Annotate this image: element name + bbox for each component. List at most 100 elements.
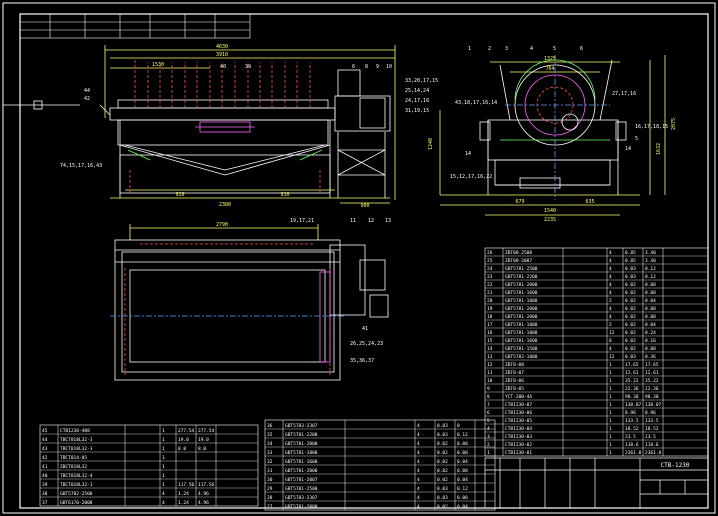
table-cell: 0.02 (437, 450, 448, 456)
table-cell: 1 (609, 378, 612, 384)
table-cell: 1 (609, 434, 612, 440)
table-cell: TBCT818L32-3 (60, 446, 93, 452)
table-cell: 15 (487, 338, 493, 344)
table-cell: 1 (609, 426, 612, 432)
table-cell: 35 (267, 432, 273, 438)
callout-front-left-group: 74,15,17,16,43 (60, 163, 102, 169)
callout-side-right-4: 14 (625, 146, 631, 152)
table-cell: 4 (609, 266, 612, 272)
table-cell: 8.0 (178, 446, 186, 452)
table-cell: GBT5781-2000 (285, 441, 318, 447)
callout-plan-b: 11 (350, 218, 356, 224)
table-cell: YCT-200-4A (505, 394, 532, 400)
table-cell: 0.08 (645, 346, 656, 352)
callout-plan-c: 12 (368, 218, 374, 224)
table-cell: 18 (487, 314, 493, 320)
table-cell: 6 (487, 410, 490, 416)
table-cell: 133.5 (625, 418, 639, 424)
table-cell: 40 (42, 473, 48, 479)
callout-plan-a: 19,17,21 (290, 218, 314, 224)
table-cell: 39 (42, 482, 48, 488)
table-cell: 0.02 (625, 322, 636, 328)
table-cell: 34 (267, 441, 273, 447)
table-cell: 33 (267, 450, 273, 456)
table-cell: 118.6 (645, 442, 659, 448)
table-cell: 25 (487, 258, 493, 264)
table-cell: 1 (162, 464, 165, 470)
table-cell: 1 (162, 482, 165, 488)
table-cell: 0.02 (625, 298, 636, 304)
drawing-code: CTB-1230 (661, 462, 690, 469)
table-cell: 1 (609, 402, 612, 408)
table-cell: 17.65 (645, 362, 659, 368)
table-cell: 1 (609, 370, 612, 376)
table-cell: GBT5781-1800 (505, 322, 538, 328)
table-cell: 1 (609, 410, 612, 416)
table-cell: 18.52 (645, 426, 659, 432)
callout-front-top-6: 10 (386, 64, 392, 70)
dim-front-left-part: 1530 (152, 62, 164, 68)
table-cell: 30 (267, 477, 273, 483)
table-cell: 0.03 (625, 354, 636, 360)
table-cell: 5 (487, 418, 490, 424)
callout-front-top-5: 9 (376, 64, 379, 70)
callout-front-top-1: 40 (220, 64, 226, 70)
table-cell: 0.04 (457, 504, 468, 510)
table-cell: 0.12 (457, 486, 468, 492)
table-cell: 4 (417, 459, 420, 465)
plan-view (110, 224, 389, 381)
table-cell: 2361.8 (625, 450, 642, 456)
table-cell: ZBT08-2007 (505, 258, 532, 264)
table-cell: 2 (487, 442, 490, 448)
table-cell: GBT5781-2000 (505, 306, 538, 312)
table-cell: 11 (487, 370, 493, 376)
table-cell: 3.40 (645, 250, 656, 256)
table-cell: 277.54 (198, 428, 215, 434)
callout-plan-d: 13 (385, 218, 391, 224)
table-cell: 18.52 (625, 426, 639, 432)
table-cell: 0.04 (645, 298, 656, 304)
title-block (484, 457, 709, 509)
table-cell: 4.96 (198, 500, 209, 506)
callout-front-right-1: 33,20,17,15 (405, 78, 438, 84)
table-cell: 0.04 (457, 459, 468, 465)
table-cell: 2 (609, 298, 612, 304)
dim-side-top2: 764 (545, 66, 554, 72)
table-cell: TBCT818L32-4 (60, 473, 93, 479)
table-cell: 27 (267, 504, 273, 510)
table-cell: 4 (609, 258, 612, 264)
table-cell: 1 (609, 442, 612, 448)
table-cell: 0.02 (437, 504, 448, 510)
table-cell: 0.08 (645, 306, 656, 312)
table-cell: 0.02 (437, 441, 448, 447)
table-cell: 4 (417, 432, 420, 438)
callout-plan-right-1: 41 (362, 326, 368, 332)
table-cell: 24 (487, 266, 493, 272)
table-cell: 0.02 (625, 306, 636, 312)
table-cell: CTB1230-408 (60, 428, 90, 434)
dim-side-bottom-a: 679 (515, 199, 524, 205)
table-cell: ZBT8-07 (505, 370, 524, 376)
callout-front-top-4: 8 (365, 64, 368, 70)
table-cell: GBT5781-2200 (285, 432, 318, 438)
table-cell: 37 (42, 500, 48, 506)
table-cell: 14 (487, 346, 493, 352)
table-cell: 41 (42, 464, 48, 470)
callout-side-top-6: 6 (580, 46, 583, 52)
table-cell: 0.03 (437, 495, 448, 501)
callout-side-top-1: 1 (468, 46, 471, 52)
dim-front-overall: 4630 (216, 44, 228, 50)
table-cell: 277.54 (178, 428, 195, 434)
table-cell: 29 (267, 486, 273, 492)
table-cell: 1 (162, 455, 165, 461)
table-cell: 8 (609, 338, 612, 344)
table-cell: 117.56 (198, 482, 215, 488)
callout-plan-right-2: 26,25,24,23 (350, 341, 383, 347)
table-cell: 1 (162, 446, 165, 452)
table-cell: CTB1230-01 (505, 450, 532, 456)
table-cell: 0.03 (437, 432, 448, 438)
table-cell: 0.85 (625, 250, 636, 256)
table-cell: 4 (162, 491, 165, 497)
table-cell: 4 (609, 314, 612, 320)
table-cell: 1 (609, 394, 612, 400)
